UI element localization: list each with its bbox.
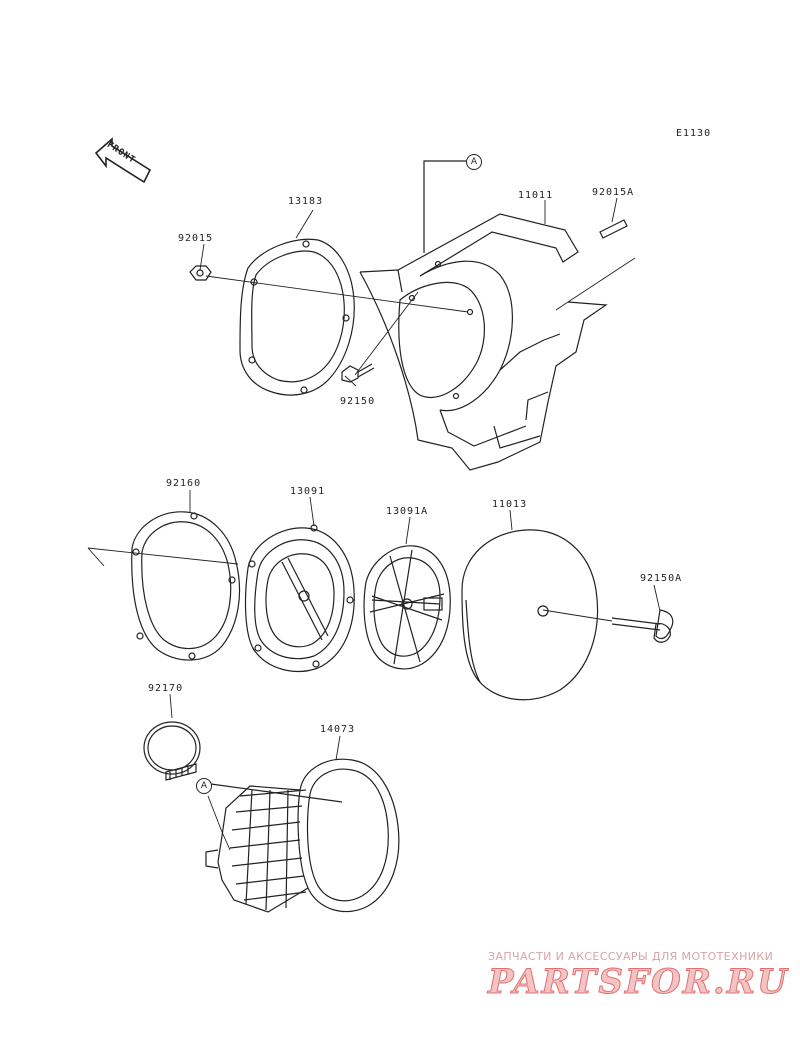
part-92015a-clip: [599, 219, 628, 239]
front-arrow-icon: [94, 137, 152, 184]
callout-a-leader-top: [423, 160, 466, 253]
diagram-code: E1130: [676, 128, 712, 139]
part-11011-housing: [359, 213, 608, 471]
part-92015-nut: [189, 265, 212, 281]
part-11013-element: [461, 529, 599, 701]
label-92150: 92150: [340, 396, 376, 407]
watermark-tagline: ЗАПЧАСТИ И АКСЕССУАРЫ ДЛЯ МОТОТЕХНИКИ: [488, 950, 774, 963]
label-92015a: 92015A: [592, 187, 635, 198]
part-92150-bolt: [341, 363, 375, 383]
callout-a-bottom: A: [196, 778, 212, 794]
part-14073-duct: [205, 758, 400, 913]
part-13183-gasket: [239, 238, 355, 396]
label-13183: 13183: [288, 196, 324, 207]
label-92150a: 92150A: [640, 573, 683, 584]
part-92150a-wing-bolt: [611, 609, 674, 643]
part-92170-clamp: [143, 721, 201, 781]
watermark-logo: PARTSFOR.RU: [488, 962, 789, 1003]
label-92160: 92160: [166, 478, 202, 489]
callout-a-top: A: [466, 154, 482, 170]
label-92015: 92015: [178, 233, 214, 244]
label-11011: 11011: [518, 190, 554, 201]
label-13091: 13091: [290, 486, 326, 497]
label-11013: 11013: [492, 499, 528, 510]
part-92160-gasket: [131, 511, 241, 661]
part-13091-holder: [244, 524, 355, 672]
label-13091a: 13091A: [386, 506, 429, 517]
part-13091a-frame: [363, 545, 451, 670]
label-92170: 92170: [148, 683, 184, 694]
label-14073: 14073: [320, 724, 356, 735]
leader-lines: [87, 197, 661, 851]
